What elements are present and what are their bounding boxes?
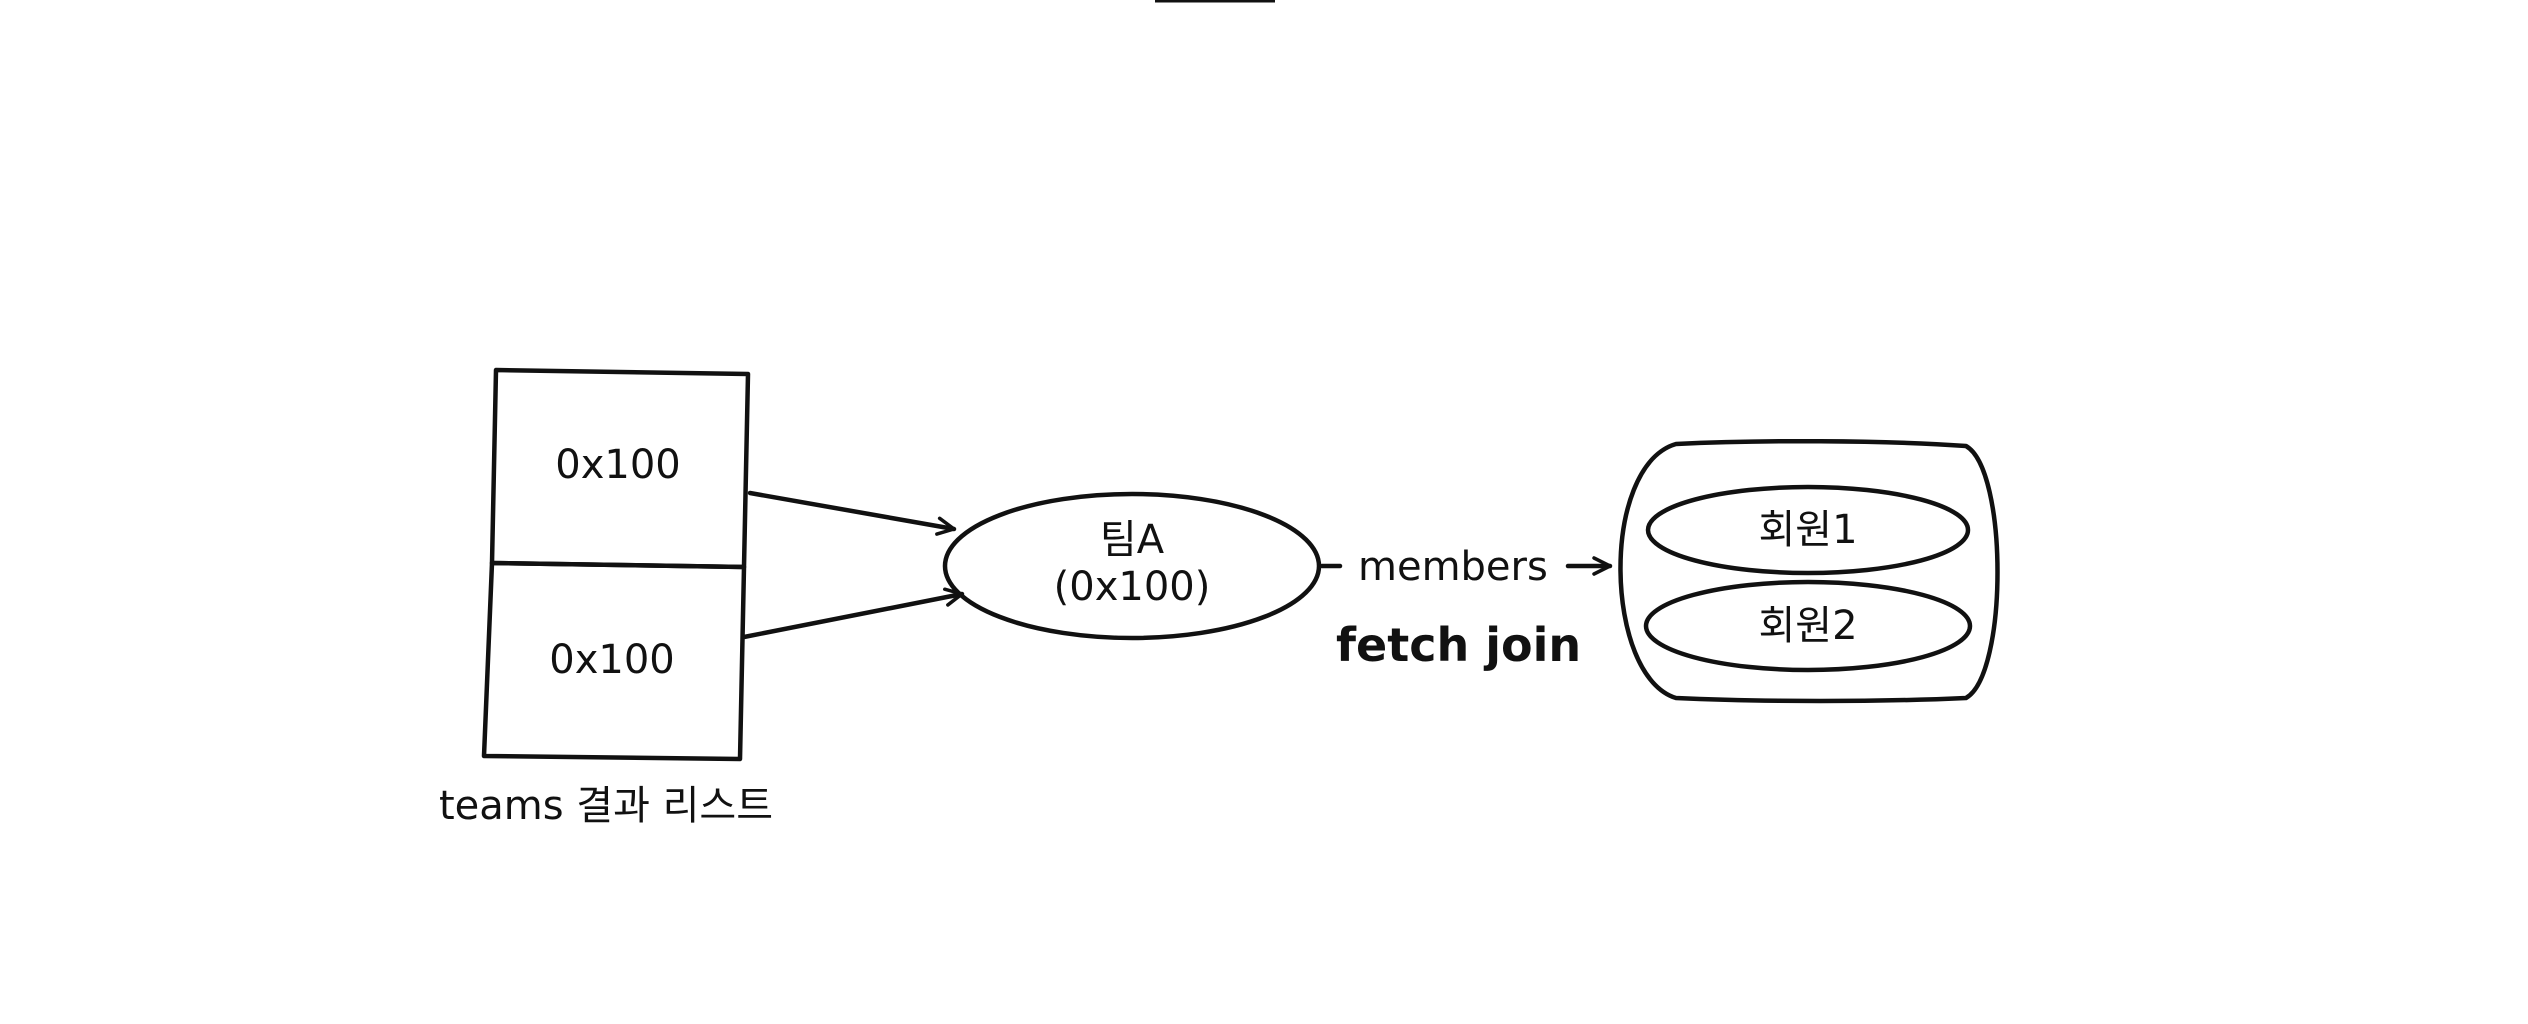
list-cell-2-box (481, 560, 747, 762)
fetch-join-label: fetch join (1336, 618, 1581, 672)
teams-result-list: 0x100 0x100 (481, 367, 751, 762)
reference-arrow-1 (747, 490, 957, 536)
member-1-label: 회원1 (1758, 507, 1857, 553)
team-entity: 팀A (0x100) (942, 491, 1322, 641)
team-entity-name: 팀A (1100, 517, 1165, 563)
team-entity-address: (0x100) (1054, 564, 1211, 610)
list-caption: teams 결과 리스트 (439, 783, 773, 829)
list-cell-1-value: 0x100 (555, 442, 680, 488)
member-1-ellipse (1645, 484, 1971, 576)
team-entity-ellipse (942, 491, 1322, 641)
members-collection: 회원1 회원2 (1618, 438, 2000, 704)
list-cell-2-value: 0x100 (549, 637, 674, 683)
reference-arrow-2 (741, 587, 965, 640)
member-2-ellipse (1643, 579, 1973, 673)
member-2-label: 회원2 (1758, 603, 1857, 649)
members-field-label: members (1358, 544, 1548, 590)
members-collection-container (1618, 438, 2000, 704)
